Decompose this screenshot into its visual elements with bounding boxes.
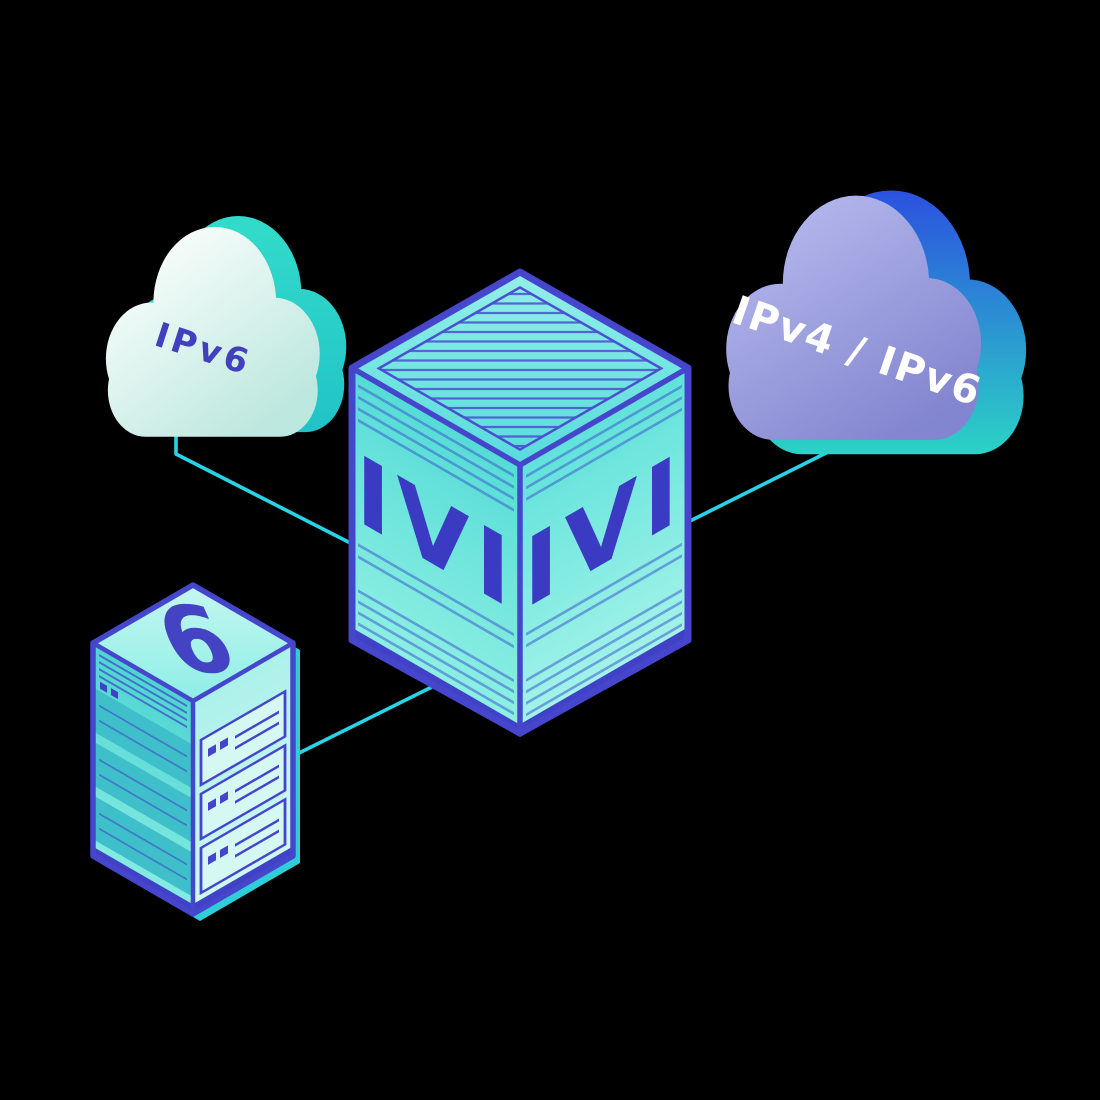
- server-unit: [199, 797, 287, 896]
- ivi-top-face-inner-border: [376, 285, 664, 452]
- server-right-face: [193, 643, 293, 914]
- ipv4-ipv6-cloud: IPv4 / IPv6: [726, 190, 1027, 455]
- ipv6-server: 6: [90, 582, 300, 921]
- ivi-right-face: IVI: [520, 367, 688, 737]
- server-unit: [199, 689, 287, 788]
- ipv6-cloud: IPv6: [105, 216, 347, 437]
- server-left-vent-lines: [99, 654, 187, 729]
- server-inner-edges: [91, 641, 295, 914]
- server-left-led: [111, 688, 118, 700]
- ivi-outline: [348, 268, 692, 737]
- ivi-left-face-stripes: [358, 384, 514, 716]
- server-units: [199, 689, 287, 896]
- server-left-face: [93, 643, 193, 914]
- server-outline: [90, 582, 296, 917]
- ivi-translator-box: IVI IVI: [348, 268, 692, 738]
- server-left-unit-bands: [93, 687, 193, 897]
- ivi-inner-edges: [350, 365, 690, 733]
- ivi-right-face-stripes: [526, 384, 682, 717]
- server-left-led: [100, 681, 107, 693]
- server-unit: [199, 743, 287, 842]
